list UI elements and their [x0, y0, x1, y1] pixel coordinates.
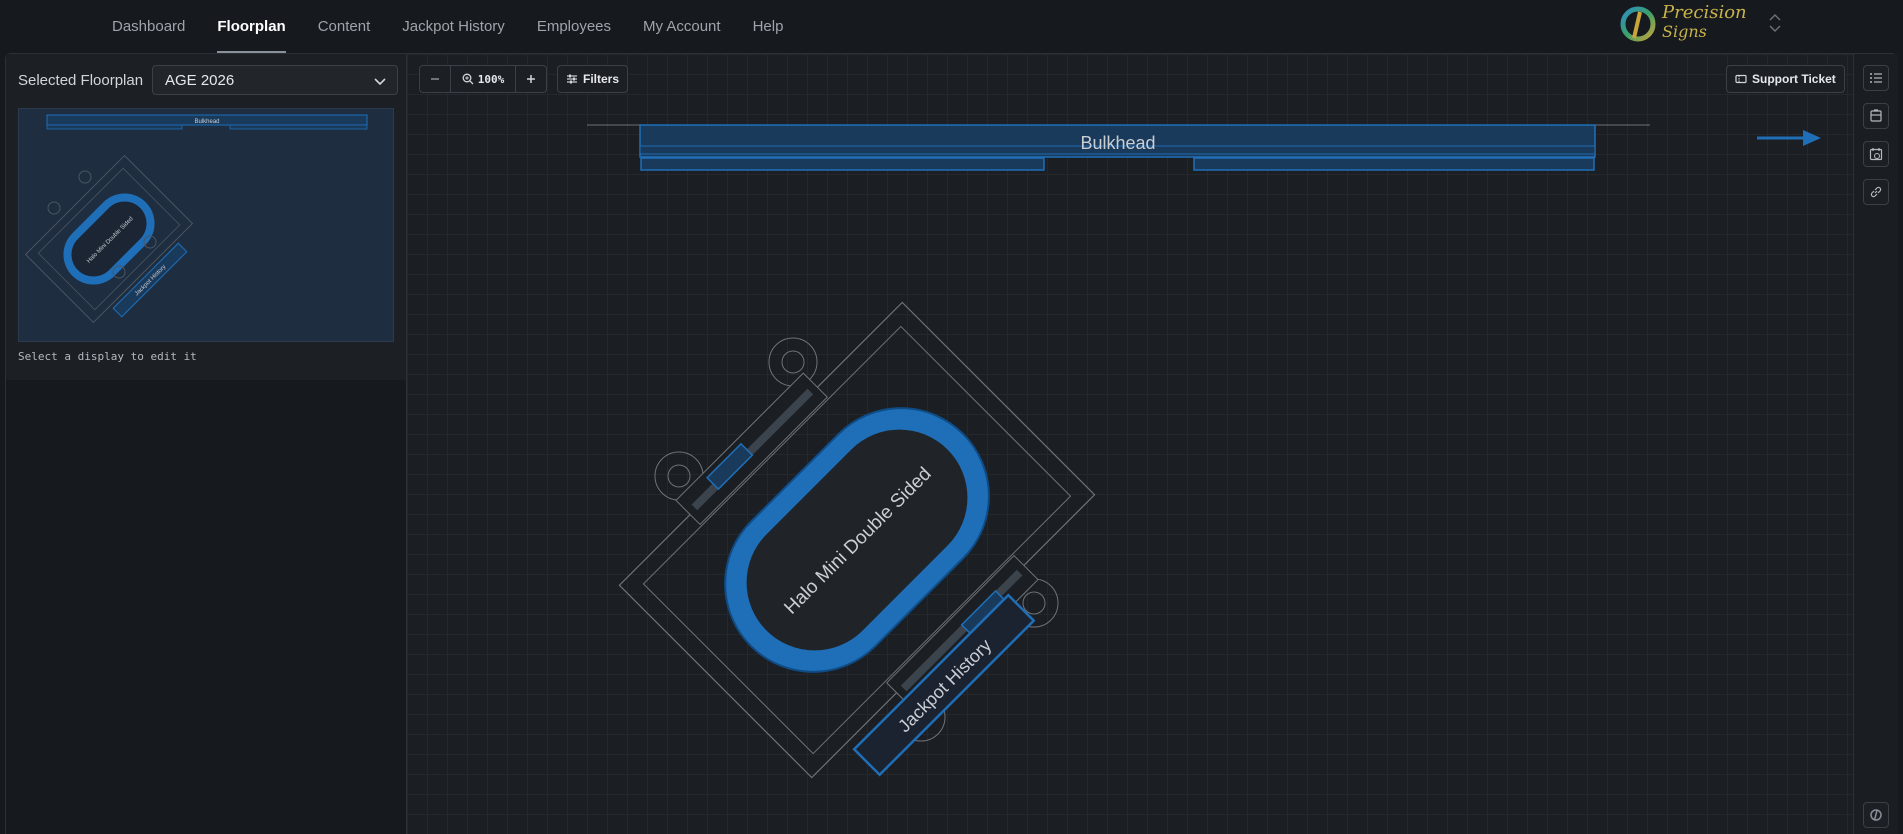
thumb-bulkhead-right-strip	[229, 124, 368, 130]
nav-floorplan[interactable]: Floorplan	[201, 0, 301, 53]
brand-mini-icon	[1870, 809, 1882, 821]
brand-name-line1: Precision	[1662, 2, 1747, 23]
zoom-controls: 100%	[419, 65, 547, 93]
nav-links: Dashboard Floorplan Content Jackpot Hist…	[96, 0, 799, 53]
edit-hint: Select a display to edit it	[18, 350, 197, 363]
plus-icon	[527, 75, 535, 83]
floorplan-selector-panel: Selected Floorplan AGE 2026 Bulkhead Hal…	[6, 54, 406, 380]
chevron-down-icon	[374, 78, 386, 86]
list-button[interactable]	[1863, 65, 1889, 91]
thumb-table-group: Halo Mini Double Sided Jackpot History	[24, 154, 194, 324]
zoom-level-value: 100%	[477, 72, 505, 86]
brand-name-line2: Signs	[1662, 22, 1707, 41]
nav-jackpot-history[interactable]: Jackpot History	[402, 18, 505, 35]
support-ticket-button[interactable]: Support Ticket	[1726, 65, 1845, 93]
brand-mini-button[interactable]	[1863, 802, 1889, 828]
floorplan-stage: Bulkhead Halo M	[587, 124, 1821, 779]
schedule-button[interactable]	[1863, 141, 1889, 167]
thumbnail-map: Bulkhead Halo Mini Double Sided Jackpot …	[24, 114, 368, 324]
calendar-clock-icon	[1869, 148, 1883, 161]
bulkhead-left-strip[interactable]	[640, 157, 1045, 171]
sliders-icon	[567, 74, 577, 84]
layers-icon	[1870, 109, 1882, 122]
bulkhead-display[interactable]: Bulkhead	[639, 124, 1596, 158]
zoom-level[interactable]: 100%	[450, 66, 516, 92]
floorplan-thumbnail[interactable]: Bulkhead Halo Mini Double Sided Jackpot …	[18, 108, 394, 342]
floorplan-select-value: AGE 2026	[165, 72, 235, 89]
thumb-bulkhead-left-strip	[46, 124, 183, 130]
floorplan-canvas[interactable]: Bulkhead Halo M	[407, 54, 1853, 834]
table-inner-outline	[642, 325, 1072, 755]
thumb-bulkhead	[46, 114, 368, 126]
layers-button[interactable]	[1863, 103, 1889, 129]
arrow-right-icon	[1757, 130, 1821, 146]
left-panel: Selected Floorplan AGE 2026 Bulkhead Hal…	[6, 54, 407, 834]
zoom-out-button[interactable]	[420, 66, 450, 92]
nav-help[interactable]: Help	[752, 18, 784, 35]
halo-display[interactable]: Halo Mini Double Sided	[689, 372, 1026, 709]
link-icon	[1870, 186, 1882, 198]
brand-mark-icon	[1620, 6, 1656, 42]
table-group: Halo Mini Double Sided Jackpot History	[618, 301, 1096, 779]
thumb-bulkhead-label: Bulkhead	[194, 119, 219, 125]
selected-floorplan-label: Selected Floorplan	[18, 72, 144, 89]
floorplan-select[interactable]: AGE 2026	[152, 65, 398, 95]
nav-my-account[interactable]: My Account	[643, 18, 721, 35]
support-ticket-label: Support Ticket	[1752, 72, 1836, 86]
right-toolbar	[1853, 54, 1898, 834]
filters-label: Filters	[583, 72, 620, 86]
filters-button[interactable]: Filters	[557, 65, 629, 93]
nav-employees[interactable]: Employees	[536, 18, 612, 35]
thumb-jackpot-label: Jackpot History	[134, 264, 167, 297]
small-display-top[interactable]	[706, 442, 754, 491]
list-icon	[1870, 73, 1882, 83]
brand-logo[interactable]: Precision Signs	[1618, 4, 1747, 44]
minus-icon	[431, 78, 439, 80]
top-navigation: Dashboard Floorplan Content Jackpot Hist…	[0, 0, 1903, 53]
bulkhead-right-strip[interactable]	[1193, 157, 1595, 171]
zoom-icon	[462, 73, 474, 85]
nav-dashboard[interactable]: Dashboard	[112, 18, 186, 35]
bulkhead-label: Bulkhead	[1080, 133, 1155, 153]
zoom-in-button[interactable]	[516, 66, 546, 92]
chevron-up-down-icon[interactable]	[1768, 12, 1782, 34]
nav-content[interactable]: Content	[317, 18, 371, 35]
link-button[interactable]	[1863, 179, 1889, 205]
ticket-icon	[1735, 74, 1747, 84]
seat-circle[interactable]	[768, 337, 818, 387]
